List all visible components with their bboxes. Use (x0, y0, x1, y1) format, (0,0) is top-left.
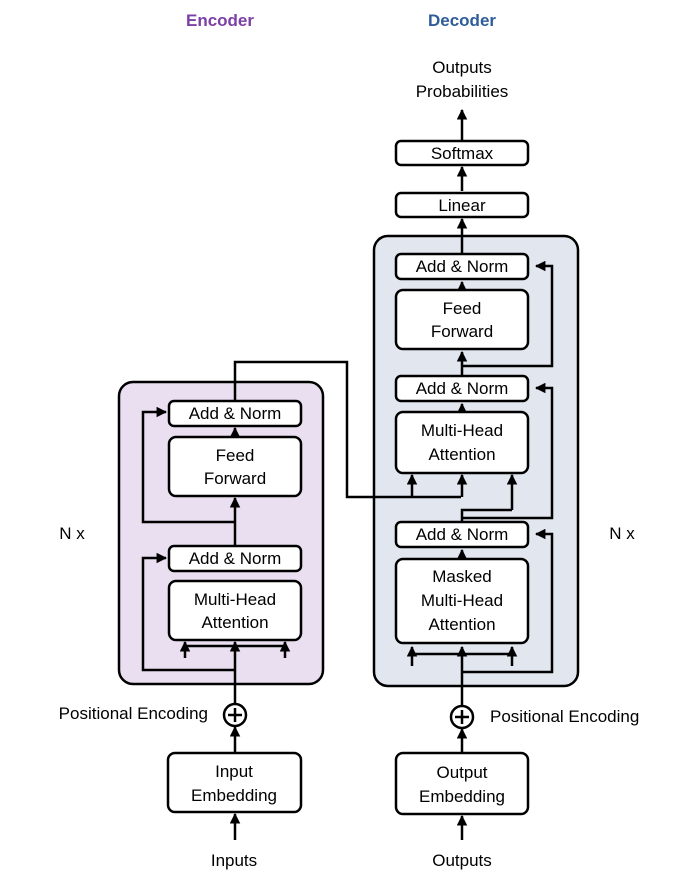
encoder-multi-head-attention: Multi-Head Attention (167, 579, 303, 642)
svg-text:Multi-Head: Multi-Head (421, 421, 503, 440)
svg-text:Add & Norm: Add & Norm (189, 404, 282, 423)
decoder-multi-head-attention: Multi-Head Attention (394, 410, 530, 475)
svg-text:Add & Norm: Add & Norm (416, 525, 509, 544)
svg-text:Multi-Head: Multi-Head (194, 590, 276, 609)
encoder-residual-1 (141, 552, 235, 672)
svg-text:Feed: Feed (216, 446, 255, 465)
decoder-positional-encoding-label: Positional Encoding (490, 707, 639, 726)
encoder-repeat-label: N x (59, 524, 85, 543)
decoder-residual-1 (462, 528, 554, 674)
svg-text:Multi-Head: Multi-Head (421, 591, 503, 610)
encoder-title: Encoder (186, 11, 254, 30)
decoder-softmax: Softmax (394, 139, 530, 167)
inputs-label: Inputs (211, 851, 257, 870)
svg-text:Feed: Feed (443, 299, 482, 318)
output-embedding: Output Embedding (394, 751, 530, 816)
encoder-feed-forward: Feed Forward (167, 435, 303, 498)
encoder-to-decoder-line (233, 360, 461, 499)
svg-text:Embedding: Embedding (419, 787, 505, 806)
svg-text:Outputs: Outputs (432, 58, 492, 77)
encoder-add-norm-1: Add & Norm (167, 544, 303, 573)
decoder-positional-encoding-circle (449, 704, 475, 730)
decoder-repeat-label: N x (609, 524, 635, 543)
svg-text:Attention: Attention (201, 613, 268, 632)
decoder-add-norm-1: Add & Norm (394, 520, 530, 549)
decoder-residual-2 (462, 382, 554, 520)
svg-text:Add & Norm: Add & Norm (416, 257, 509, 276)
decoder-feed-forward: Feed Forward (394, 288, 530, 351)
svg-text:Add & Norm: Add & Norm (416, 379, 509, 398)
svg-text:Attention: Attention (428, 445, 495, 464)
decoder-linear: Linear (394, 191, 530, 219)
encoder-residual-2 (141, 406, 235, 524)
svg-text:Masked: Masked (432, 567, 492, 586)
svg-text:Forward: Forward (431, 322, 493, 341)
encoder-positional-encoding-circle (222, 702, 248, 728)
outputs-label: Outputs (432, 851, 492, 870)
decoder-title: Decoder (428, 11, 496, 30)
svg-text:Linear: Linear (438, 196, 486, 215)
svg-text:Add & Norm: Add & Norm (189, 549, 282, 568)
decoder-add-norm-3: Add & Norm (394, 252, 530, 281)
encoder-add-norm-2: Add & Norm (167, 399, 303, 428)
input-embedding: Input Embedding (166, 751, 303, 814)
svg-text:Forward: Forward (204, 469, 266, 488)
decoder-add-norm-2: Add & Norm (394, 374, 530, 403)
svg-text:Attention: Attention (428, 615, 495, 634)
svg-text:Softmax: Softmax (431, 144, 494, 163)
svg-text:Input: Input (215, 762, 253, 781)
encoder-positional-encoding-label: Positional Encoding (59, 704, 208, 723)
decoder-masked-multi-head-attention: Masked Multi-Head Attention (394, 557, 530, 645)
svg-text:Probabilities: Probabilities (416, 82, 509, 101)
decoder-residual-3 (462, 260, 554, 368)
svg-text:Output: Output (436, 763, 487, 782)
svg-text:Embedding: Embedding (191, 786, 277, 805)
output-probabilities-label: Outputs Probabilities (416, 58, 509, 101)
